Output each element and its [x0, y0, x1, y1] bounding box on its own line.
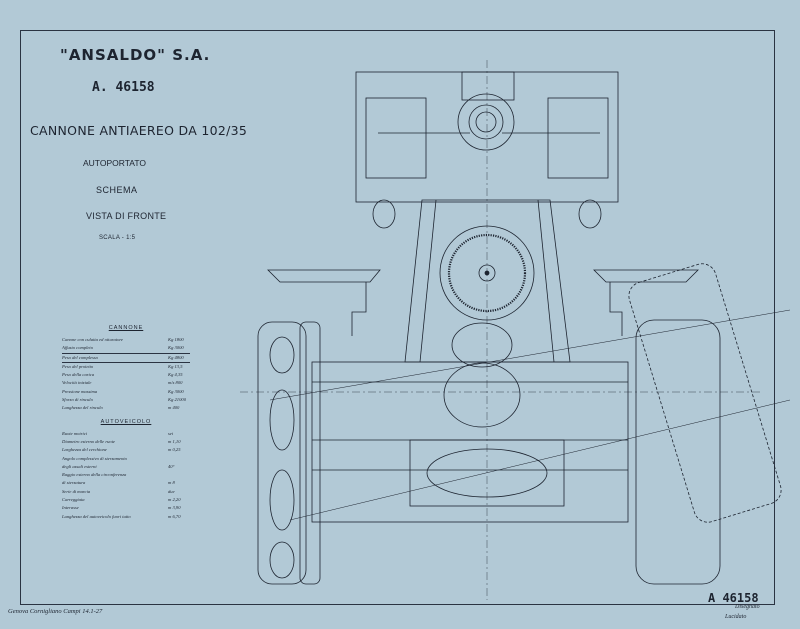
spec-label: Peso della carica [62, 372, 95, 378]
left-handwheel [372, 199, 396, 229]
spec-value: m 1,10 [168, 438, 181, 444]
left-wheel [257, 321, 307, 585]
spec-row: Lunghezza del rinculo m 400 [62, 404, 190, 412]
spec-value: m/s 800 [168, 380, 183, 386]
spec-row: Carreggiata m 2,20 [62, 496, 190, 504]
spec-value: m 400 [168, 405, 180, 411]
spec-label: Interasse [62, 505, 79, 511]
spec-value: Kg 1800 [168, 337, 184, 342]
spec-row: Canone con culatta ed otturatore Kg 1800 [62, 336, 190, 344]
spec-row: Peso della carica Kg 4,35 [62, 371, 190, 379]
drawing-subtitle-view: VISTA DI FRONTE [86, 211, 167, 221]
spec-label: Velocità iniziale [62, 380, 92, 386]
spec-label: Affusto completo [62, 345, 94, 351]
manufacturer-name: "ANSALDO" S.A. [60, 46, 211, 64]
breech-top [461, 71, 515, 101]
spec-value: m 8 [168, 480, 175, 486]
spec-label: Sforzo di rinculo [62, 397, 93, 403]
spec-value: m 2,20 [168, 497, 181, 503]
spec-row: Velocità iniziale m/s 800 [62, 379, 190, 387]
chassis-frame [311, 361, 629, 523]
spec-value: Kg 13,5 [168, 363, 183, 369]
spec-row: Serie di marcia due [62, 488, 190, 496]
barrel-housing [457, 93, 515, 151]
drawing-title: CANNONE ANTIAEREO DA 102/35 [30, 123, 248, 138]
spec-row: Sforzo di rinculo Kg 21000 [62, 396, 190, 404]
spec-value: sei [168, 430, 174, 436]
signature-traced: Lucidato [725, 614, 747, 620]
spec-row: di sterzatura m 8 [62, 479, 190, 487]
spec-label: di sterzatura [62, 480, 86, 486]
spec-row: Lunghezza del autoveicolo fuori tutto m 6… [62, 513, 190, 521]
right-cradle [547, 97, 609, 179]
right-handwheel [578, 199, 602, 229]
spec-label: Larghezza del cerchione [62, 447, 107, 453]
spec-row: Raggio esterno della circonferenza [62, 471, 190, 479]
spec-row: Ruote motrici sei [62, 430, 190, 438]
drawing-number: A. 46158 [92, 80, 155, 95]
right-seat [593, 269, 699, 283]
spec-value: 40° [168, 463, 175, 469]
right-wheel [635, 319, 721, 585]
spec-value: Kg 4800 [168, 354, 184, 360]
spec-label: Raggio esterno della circonferenza [62, 472, 127, 478]
drawing-subtitle-schema: SCHEMA [96, 185, 138, 195]
spec-label: Pressione massima [62, 388, 98, 394]
section-title-cannone: CANNONE [108, 325, 144, 331]
spec-label: Diametro esterno delle ruote [62, 438, 116, 444]
footer-note: Genova Cornigliano Campi 14.1-27 [8, 608, 103, 615]
left-seat [267, 269, 381, 283]
spec-row: Affusto completo Kg 3000 [62, 344, 190, 354]
spec-value: Kg 3000 [168, 345, 184, 351]
spec-row: Pressione massima Kg 3000 [62, 388, 190, 396]
specifications-table: CANNONE Canone con culatta ed otturatore… [62, 325, 190, 521]
spec-value: m 0,25 [168, 447, 181, 453]
spec-label: Peso del complesso [62, 354, 98, 360]
spec-row: degli assali esterni 40° [62, 463, 190, 471]
signature-drawn: Disegnato [735, 604, 760, 610]
spec-label: Lunghezza del autoveicolo fuori tutto [62, 513, 131, 519]
gunner-figure [451, 322, 513, 368]
drawing-stamp: A 46158 [708, 591, 759, 605]
drawing-scale: SCALA - 1:5 [99, 235, 136, 241]
spec-label: Ruote motrici [62, 430, 88, 436]
spec-label: Angolo complessivo di sterzamento [62, 455, 127, 461]
drawing-frame [20, 30, 775, 605]
spec-row: Larghezza del cerchione m 0,25 [62, 446, 190, 454]
spec-value: m 3,90 [168, 505, 181, 511]
spec-row: Angolo complessivo di sterzamento [62, 455, 190, 463]
spec-label: Carreggiata [62, 497, 85, 503]
spec-row: Interasse m 3,90 [62, 504, 190, 512]
spec-label: Canone con culatta ed otturatore [62, 337, 124, 342]
spec-label: degli assali esterni [62, 463, 97, 469]
spec-value: Kg 21000 [168, 397, 186, 403]
spec-label: Lunghezza del rinculo [62, 405, 103, 411]
spec-value: Kg 3000 [168, 388, 184, 394]
spec-value: Kg 4,35 [168, 372, 183, 378]
spec-value: m 6,70 [168, 513, 181, 519]
spec-label: Peso del proietto [62, 363, 94, 369]
section-title-autoveicolo: AUTOVEICOLO [100, 418, 152, 425]
spec-value: due [168, 488, 175, 494]
spec-row: Peso del complesso Kg 4800 [62, 354, 190, 363]
left-cradle [365, 97, 427, 179]
spec-row: Diametro esterno delle ruote m 1,10 [62, 438, 190, 446]
drawing-subtitle-type: AUTOPORTATO [83, 158, 146, 168]
spec-label: Serie di marcia [62, 488, 91, 494]
spec-row: Peso del proietto Kg 13,5 [62, 363, 190, 371]
barrel-bore [468, 104, 504, 140]
